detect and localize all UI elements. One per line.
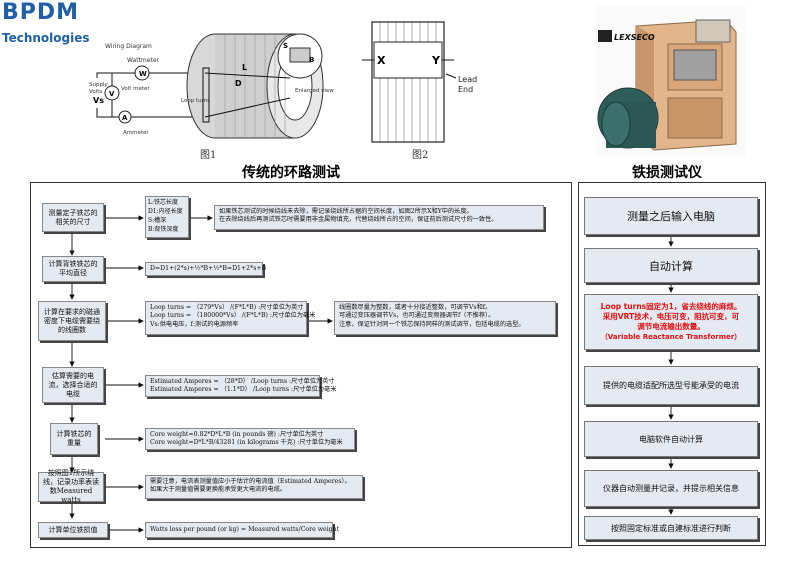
figure1-label: 图1: [200, 150, 217, 161]
right-step1: 测量之后输入电脑: [584, 197, 758, 235]
right-step2: 自动计算: [584, 248, 758, 283]
step5-box: 计算铁芯的重量: [50, 423, 98, 455]
right-step7: 按照固定标准或自建标准进行判断: [584, 516, 758, 540]
step3-note-box: 线圈数尽量为整数，或者十分接近整数，可调节Vs和f。可通过变压器调节Vs，也可通…: [334, 301, 556, 335]
svg-text:Loop turns: Loop turns: [181, 98, 210, 104]
right-step3: Loop turns固定为1，省去绕线的麻烦。 采用VRT技术，电压可变，阻抗可…: [584, 294, 758, 350]
step6-note-box: 需要注意，电流表测量值应小于估计的电流值（Estimated Amperes）。…: [145, 475, 363, 499]
svg-text:B: B: [309, 56, 314, 64]
svg-text:W: W: [139, 70, 147, 78]
figure2-diagram: X Y Lead End: [362, 21, 477, 143]
right-step4: 提供的电缆适配所选型号能承受的电流: [584, 366, 758, 405]
svg-text:Supply: Supply: [89, 82, 108, 88]
instrument-brand: LEXSECO: [614, 33, 655, 42]
right-step5: 电脑软件自动计算: [584, 421, 758, 457]
fig2-x: X: [377, 54, 386, 67]
right-flow-connectors: [668, 235, 674, 515]
figure2-label: 图2: [412, 150, 429, 161]
fig1-wiring-text: Wiring Diagram: [105, 43, 152, 50]
svg-text:Vs: Vs: [93, 96, 104, 105]
fig2-lead: Lead: [458, 75, 477, 84]
step5-formula-box: Core weight=0.82*D*L*B (in pounds 磅) :尺寸…: [145, 428, 355, 450]
step7-formula-box: Watts loss per pound (or kg) = Measured …: [145, 522, 339, 538]
step2-box: 计算背铁铁芯的平均直径: [42, 256, 104, 282]
svg-text:S: S: [283, 42, 288, 50]
step7-box: 计算单位铁损值: [38, 522, 108, 538]
svg-text:V: V: [109, 90, 115, 98]
svg-text:Ammeter: Ammeter: [123, 130, 149, 136]
svg-text:Enlarged view: Enlarged view: [295, 88, 334, 94]
step1-box: 测量定子铁芯的相关的尺寸: [42, 203, 104, 232]
step2-formula-box: D=D1+(2*s)+½*B+½*B=D1+2*s+B: [145, 262, 266, 276]
brand-subtitle: Technologies: [2, 31, 90, 45]
figure1-diagram: Wiring Diagram Wattmeter W V Volt meter …: [89, 33, 334, 139]
fig2-y: Y: [431, 54, 441, 67]
svg-text:D: D: [235, 79, 242, 88]
svg-text:L: L: [242, 63, 247, 72]
step4-box: 估算需要的电流，选择合适的电缆: [42, 367, 104, 403]
left-flow-connectors: [69, 215, 333, 533]
right-step6: 仪器自动测量并记录，并提示相关信息: [584, 470, 758, 507]
svg-text:Volt meter: Volt meter: [121, 86, 150, 92]
fig2-end: End: [458, 85, 473, 94]
step6-box: 按照图1所示绕线，记录功率表读数Measured watts: [38, 469, 104, 504]
svg-text:Volts: Volts: [89, 89, 102, 95]
fig1-wattmeter-text: Wattmeter: [127, 57, 160, 64]
instrument-image: LEXSECO: [596, 6, 746, 156]
step1-note-box: 如果铁芯测试的时候绕线未去除，需记录绕线所占据的空间长度，如图2所示X和Y中的长…: [214, 205, 544, 230]
svg-text:A: A: [122, 114, 128, 122]
brand-logo: BPDM: [2, 0, 80, 25]
step3-box: 计算在要求的磁通密度下电缆需要绕的线圈数: [38, 301, 106, 341]
step4-formula-box: Estimated Amperes = （28*D） /Loop turns :…: [145, 375, 336, 397]
right-section-title: 铁损测试仪: [632, 165, 702, 181]
left-section-title: 传统的环路测试: [242, 165, 340, 181]
